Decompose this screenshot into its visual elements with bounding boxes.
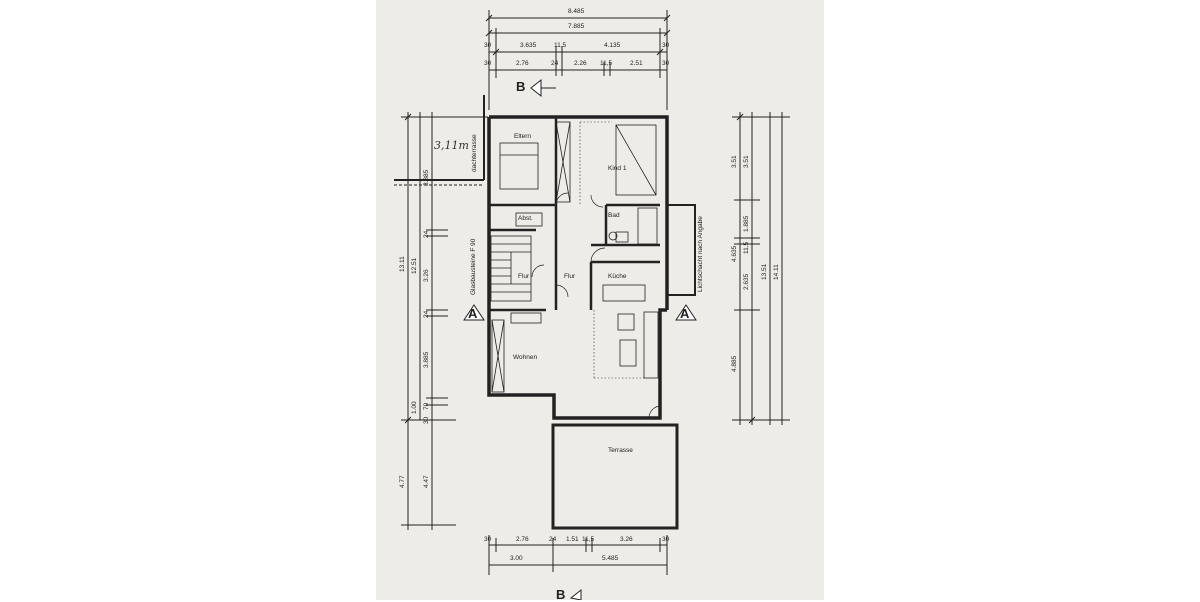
dim-right-inner-1: 4.635 — [731, 245, 738, 262]
dim-top-r4-3: 2.26 — [574, 60, 587, 67]
dimension-lines-top — [488, 10, 668, 110]
staircase — [490, 235, 532, 302]
door-swings — [531, 192, 662, 419]
section-mark-b-bottom: B — [556, 587, 566, 602]
dim-right-mid: 13.51 — [761, 263, 768, 280]
dimension-lines-right — [732, 112, 790, 425]
exterior-walls — [487, 115, 669, 420]
dim-left-inner-1: 24 — [423, 230, 430, 238]
dim-left-outer-0: 13.11 — [399, 256, 406, 272]
dotted-lines — [579, 121, 644, 379]
dim-right-fine-0: 3.51 — [743, 155, 750, 168]
dim-left-inner-7: 4.47 — [423, 475, 430, 488]
room-label-bad: Bad — [608, 212, 620, 219]
room-label-flur-center: Flur — [564, 273, 576, 280]
dim-top-r3-2: 11,5 — [554, 42, 567, 49]
dim-right-fine-2: 11,5 — [743, 241, 750, 254]
dim-top-r4-2: 24 — [551, 60, 559, 67]
kitchen-fixtures — [602, 284, 659, 379]
annotation-dachterrasse: dachterrasse — [471, 134, 478, 172]
dim-top-r3-1: 3.635 — [520, 42, 537, 49]
dim-top-r4-4: 11,5 — [600, 60, 613, 67]
dim-top-r4-6: 30 — [662, 60, 670, 67]
dim-bot-r1-2: 24 — [549, 536, 557, 543]
dim-right-outer: 14.11 — [773, 264, 780, 280]
dim-top-r4-0: 30 — [484, 60, 492, 67]
dimension-ticks — [404, 14, 756, 424]
dim-top-r4-1: 2.76 — [516, 60, 529, 67]
floor-plan-drawing — [394, 10, 790, 600]
dim-top-r3-4: 30 — [662, 42, 670, 49]
dim-right-fine-1: 1.885 — [743, 215, 750, 232]
dachterrasse-wall — [394, 95, 485, 186]
dim-bot-r2-1: 5.485 — [602, 555, 619, 562]
dim-right-inner-2: 4.885 — [731, 355, 738, 372]
bed-kind — [615, 124, 657, 196]
dim-bot-r1-0: 30 — [484, 536, 492, 543]
dim-top-total: 8.485 — [568, 8, 585, 15]
room-label-terrasse: Terrasse — [608, 447, 633, 454]
handwritten-note: 3,11m — [434, 139, 469, 152]
dim-left-mid-0: 12.51 — [411, 257, 418, 274]
terrace-outline — [551, 423, 679, 530]
bath-fixtures — [608, 207, 658, 245]
section-mark-b-top: B — [516, 79, 526, 94]
interior-walls — [489, 117, 660, 312]
dim-left-inner-3: 24 — [423, 310, 430, 318]
room-label-flur-left: Flur — [518, 273, 530, 280]
dim-right-inner-0: 3.51 — [731, 155, 738, 168]
dim-bot-r1-5: 3.26 — [620, 536, 633, 543]
room-label-kueche: Küche — [608, 273, 627, 280]
light-shaft — [666, 204, 696, 296]
wohnen-shelf — [491, 312, 542, 393]
dim-left-inner-4: 3.885 — [423, 351, 430, 368]
dim-left-inner-0: 3.885 — [423, 169, 430, 186]
dim-top-r3-3: 4.135 — [604, 42, 621, 49]
room-label-wohnen: Wohnen — [513, 354, 538, 361]
dimension-lines-left — [401, 112, 488, 530]
dim-bot-r1-4: 11,5 — [582, 536, 595, 543]
section-mark-a-right: A — [680, 306, 690, 321]
wardrobe-eltern — [555, 121, 571, 203]
section-marker-arrows — [463, 78, 697, 600]
annotation-lichtschacht: Lichtschacht nach Angabe — [697, 216, 704, 292]
dim-bot-r1-3: 1.51 — [566, 536, 579, 543]
floor-plan-sheet: Eltern Kind 1 Abst. Bad Flur Flur Küche … — [376, 0, 824, 602]
room-label-kind1: Kind 1 — [608, 165, 627, 172]
dim-bot-r1-6: 30 — [662, 536, 670, 543]
dim-left-inner-2: 3.26 — [423, 269, 430, 282]
dim-top-r4-5: 2.51 — [630, 60, 643, 67]
room-label-abst: Abst. — [518, 215, 533, 222]
dimension-lines-bottom — [488, 535, 668, 575]
dim-top-inner: 7.885 — [568, 23, 585, 30]
dim-left-outer-1: 4.77 — [399, 475, 406, 488]
abstell-cabinet — [515, 212, 543, 227]
dim-left-inner-5: 70 — [423, 402, 430, 410]
room-label-eltern: Eltern — [514, 133, 531, 140]
section-mark-a-left: A — [468, 306, 478, 321]
dim-left-inner-6: 30 — [423, 416, 430, 424]
dim-right-fine-3: 2.635 — [743, 273, 750, 290]
dim-bot-r1-1: 2.76 — [516, 536, 529, 543]
dim-bot-r2-0: 3.00 — [510, 555, 523, 562]
annotation-glasbausteine: Glasbausteine F 90 — [470, 238, 477, 295]
dim-top-r3-0: 30 — [484, 42, 492, 49]
bed-eltern — [499, 142, 539, 190]
dim-left-mid-1: 1.00 — [411, 401, 418, 414]
